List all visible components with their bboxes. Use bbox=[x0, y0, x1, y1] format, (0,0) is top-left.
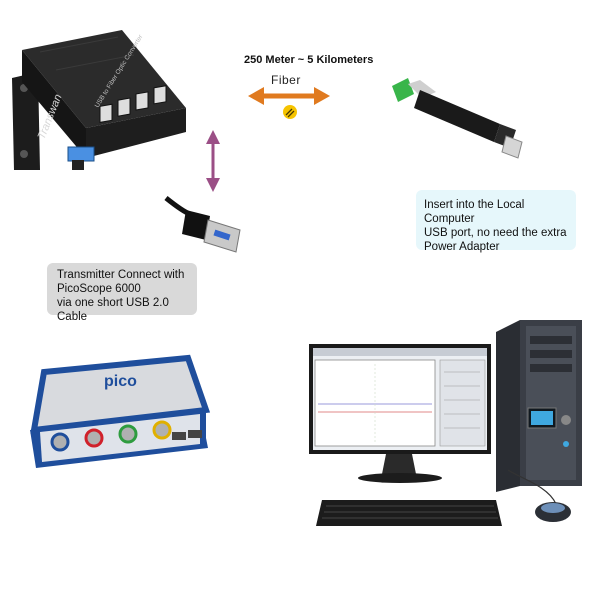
fiber-link-icon bbox=[283, 105, 297, 119]
fiber-label: Fiber bbox=[271, 73, 301, 87]
pico-logo-text: pico bbox=[104, 373, 137, 390]
callout-line: Transmitter Connect with bbox=[57, 269, 185, 281]
usb-cable-plug bbox=[164, 196, 241, 253]
fiber-usb-receiver-device bbox=[392, 78, 523, 159]
computer-tower bbox=[496, 320, 582, 492]
callout-line: USB port, no need the extra bbox=[424, 227, 567, 239]
transmitter-callout: Transmitter Connect with PicoScope 6000 … bbox=[47, 263, 197, 323]
local-computer-callout: Insert into the Local Computer USB port,… bbox=[416, 190, 576, 253]
mouse bbox=[507, 469, 571, 522]
fiber-double-arrow bbox=[248, 87, 330, 105]
fiber-transmitter-device: Transwan USB to Fiber Optic Converter bbox=[12, 30, 186, 170]
picoscope-device: pico bbox=[30, 354, 211, 468]
callout-line: Insert into the Local Computer bbox=[424, 199, 525, 225]
computer-monitor bbox=[309, 344, 491, 483]
distance-label: 250 Meter ~ 5 Kilometers bbox=[244, 54, 374, 66]
callout-line: Power Adapter bbox=[424, 241, 500, 253]
connection-vertical-arrow bbox=[206, 130, 220, 192]
callout-line: via one short USB 2.0 Cable bbox=[57, 297, 169, 323]
keyboard bbox=[316, 500, 502, 526]
callout-line: PicoScope 6000 bbox=[57, 283, 141, 295]
